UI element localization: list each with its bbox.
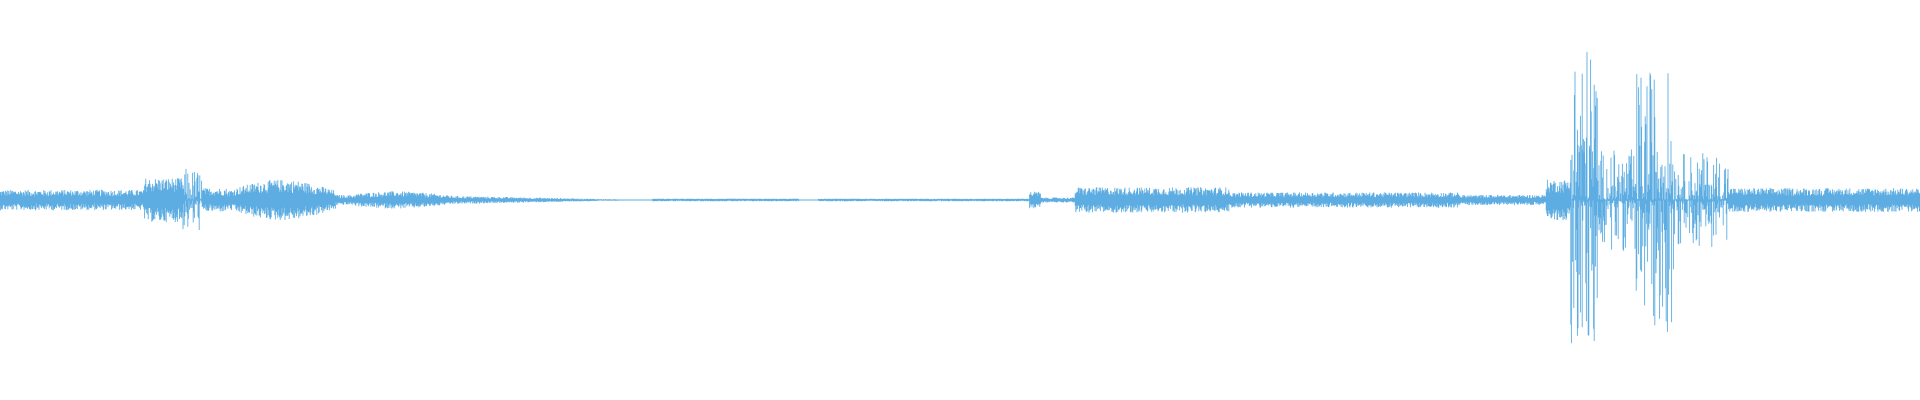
waveform-trace [0,51,1920,344]
